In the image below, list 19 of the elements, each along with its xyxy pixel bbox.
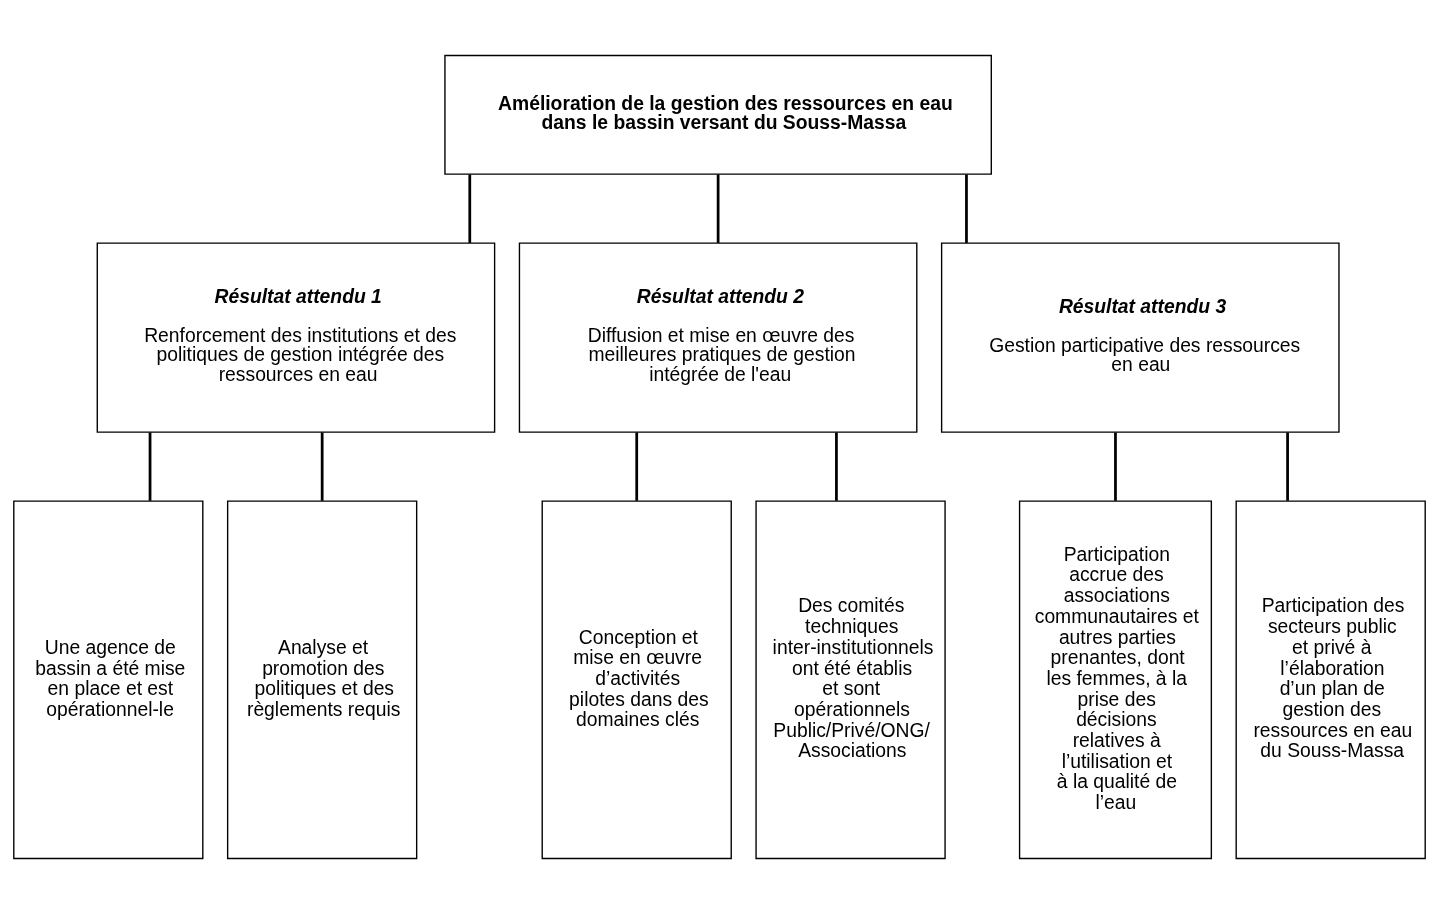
connector (468, 174, 472, 243)
connector (148, 432, 152, 501)
node-box: Résultat attendu 3 Gestion participative des ressources en eau (940, 242, 1340, 433)
node-box: Amélioration de la gestion des ressources en eau dans le bassin versant du Souss-Massa (444, 54, 992, 175)
connector (965, 174, 968, 243)
node-box: Résultat attendu 1 Renforcement des institutions et des politiques de gestion intégrée des ressources en eau (96, 242, 496, 433)
connector (635, 432, 639, 501)
node-box: Résultat attendu 2 Diffusion et mise en œuvre des meilleures pratiques de gestion intégrée de l'eau (518, 242, 918, 433)
node-box: Participation accrue des associations communautaires et autres parties prenantes, dont les femmes, à la prise des décisions relatives à l’utilisation et à la qualité de l’eau (1018, 500, 1213, 860)
connector (1114, 432, 1117, 501)
connector (716, 174, 720, 243)
connector (1286, 432, 1289, 501)
node-box: Des comités techniques inter-institutionnels ont été établis et sont opérationnels Public/Privé/ONG/ Associations (755, 500, 946, 860)
connector (320, 432, 324, 501)
node-box: Analyse et promotion des politiques et des règlements requis (226, 500, 418, 860)
node-box: Une agence de bassin a été mise en place et est opérationnel-le (13, 500, 204, 860)
connector (835, 432, 838, 501)
node-box: Conception et mise en œuvre d’activités pilotes dans des domaines clés (541, 500, 732, 860)
node-box: Participation des secteurs public et privé à l’élaboration d’un plan de gestion des ressources en eau du Souss-Massa (1235, 500, 1426, 860)
